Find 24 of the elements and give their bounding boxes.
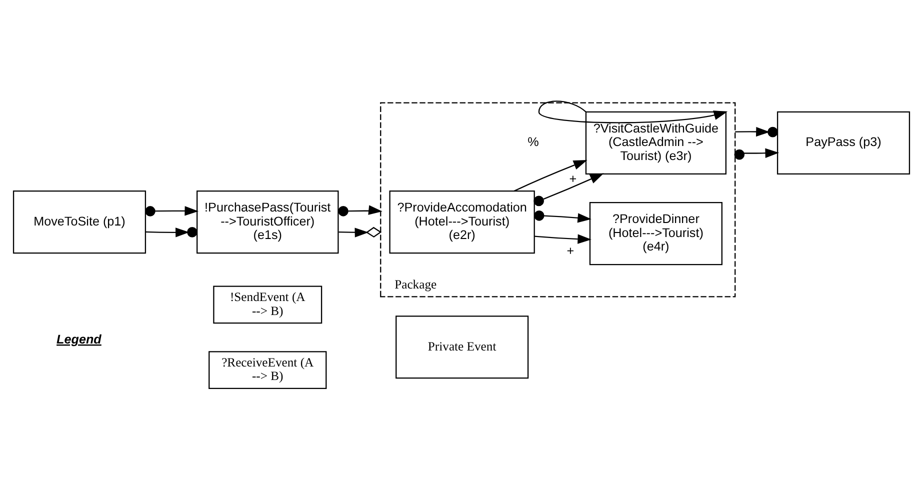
arrow (145, 206, 199, 216)
node-box: PayPass (p3) (776, 110, 910, 174)
node-box: ?VisitCastleWithGuide (CastleAdmin --> Tourist) (e3r) (585, 110, 726, 174)
arrow (514, 160, 588, 192)
node-box: ?ReceiveEvent (A --> B) (208, 350, 327, 388)
node-box: MoveToSite (p1) (12, 190, 146, 254)
arrow (338, 226, 382, 237)
arrow (146, 226, 198, 237)
node-box: !PurchasePass(Tourist -->TouristOfficer) (e1s) (196, 190, 339, 254)
node-box: !SendEvent (A --> B) (213, 285, 322, 324)
arrow (338, 204, 382, 216)
arrow (534, 172, 604, 206)
node-box: ?ProvideAccomodation (Hotel--->Tourist) (e2r) (389, 190, 535, 254)
label: Legend (56, 332, 102, 346)
node-box: ?ProvideDinner (Hotel--->Tourist) (e4r) (589, 202, 722, 265)
edge-label: + (566, 244, 574, 258)
edge-label: + (569, 171, 577, 186)
arrow (735, 126, 778, 137)
arrow (734, 148, 780, 160)
arrow (534, 234, 592, 244)
node-box: Private Event (396, 315, 529, 378)
arrow (534, 210, 592, 222)
arrow (538, 100, 728, 123)
edge-label: % (528, 134, 539, 149)
